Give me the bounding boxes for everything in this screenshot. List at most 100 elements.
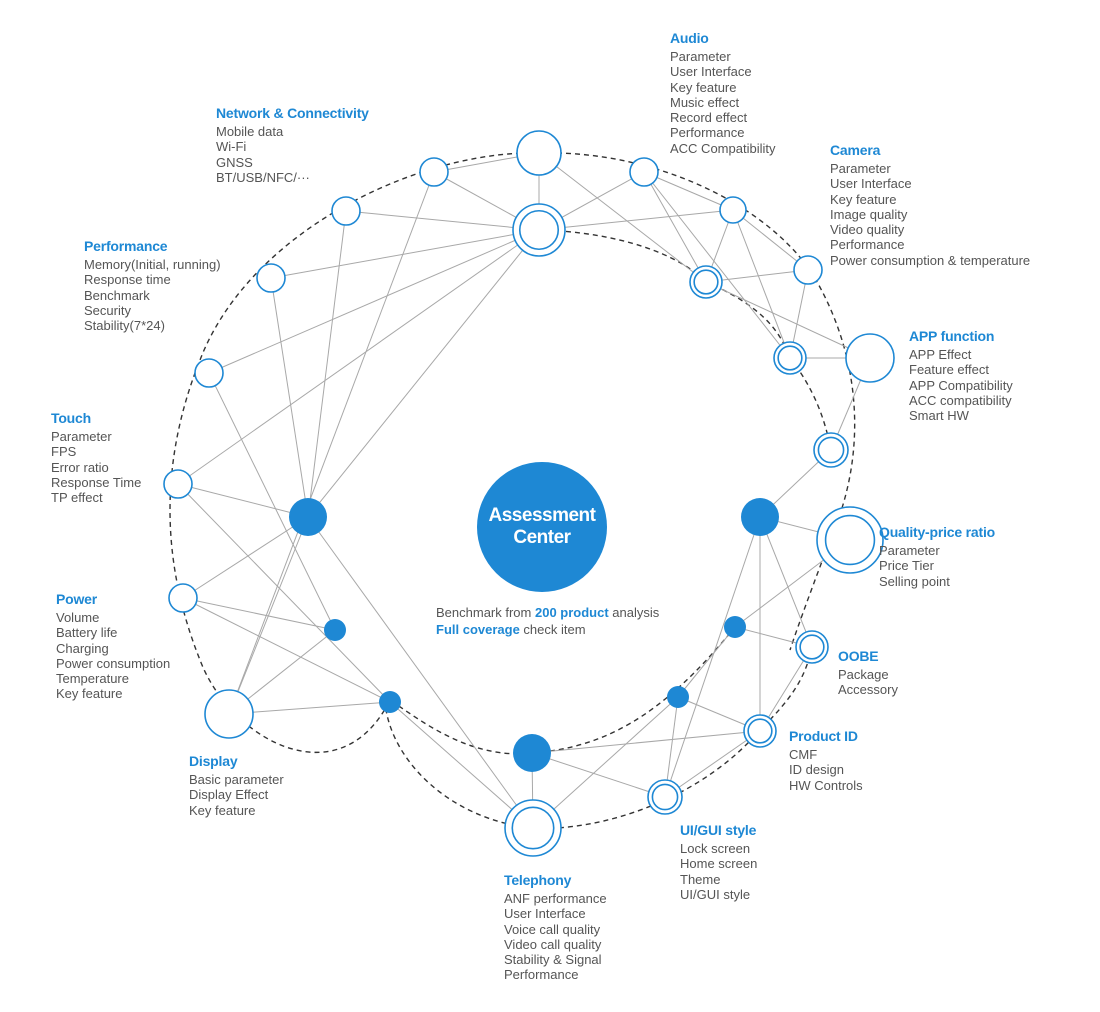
category-item: ANF performance — [504, 891, 607, 906]
connection-line — [270, 277, 309, 518]
category-item: Security — [84, 302, 131, 318]
category-item: UI/GUI style — [680, 886, 751, 902]
diagram-node — [513, 734, 551, 772]
diagram-node — [256, 263, 286, 293]
connection-line — [664, 730, 761, 798]
category-item: Stability & Signal — [504, 952, 602, 968]
category-item: Power consumption — [56, 655, 171, 671]
category-item: Voice call quality — [504, 921, 601, 937]
category-item: User Interface — [504, 906, 586, 922]
category-item: Image quality — [830, 206, 908, 222]
diagram-node — [512, 203, 566, 257]
category-item: Error ratio — [51, 459, 109, 475]
diagram-node — [743, 714, 777, 748]
category-item: ID design — [789, 762, 844, 778]
connection-line — [307, 210, 347, 518]
connection-line — [177, 229, 540, 485]
diagram-node — [793, 255, 823, 285]
center-title-line2: Center — [513, 527, 571, 548]
assessment-center-circle: Assessment Center — [477, 462, 607, 592]
connection-line — [705, 281, 871, 359]
bench-pre: Benchmark from — [436, 605, 535, 620]
category-title: Network & Connectivity — [216, 105, 369, 121]
category-item: Parameter — [670, 49, 731, 64]
connection-line — [307, 229, 540, 518]
connection-line — [228, 701, 391, 715]
category-item: FPS — [51, 444, 77, 460]
diagram-node — [667, 686, 689, 708]
category-title: Power — [56, 591, 98, 607]
category-item: Package — [838, 667, 889, 682]
diagram-node — [504, 799, 562, 857]
category-item: Key feature — [56, 686, 123, 702]
diagram-node — [194, 358, 224, 388]
connection-line — [182, 597, 336, 631]
category-item: Battery life — [56, 625, 118, 641]
category-item: User Interface — [670, 64, 752, 80]
diagram-node — [419, 157, 449, 187]
connection-line — [643, 171, 707, 283]
bench-highlight: 200 product — [534, 605, 609, 620]
connection-line — [677, 626, 736, 698]
category-item: Stability(7*24) — [84, 318, 165, 334]
diagram-node — [689, 265, 723, 299]
category-item: Accessory — [838, 682, 898, 698]
category-item: TP effect — [51, 490, 103, 506]
category-item: Video quality — [830, 222, 905, 238]
nodes — [163, 130, 895, 857]
coverage-post: check item — [519, 622, 586, 637]
connection-line — [307, 516, 534, 829]
category-item: Memory(Initial, running) — [84, 257, 221, 272]
connection-line — [182, 597, 391, 703]
category-item: Home screen — [680, 856, 758, 872]
category-title: Quality-price ratio — [879, 524, 996, 540]
category-title: OOBE — [838, 648, 879, 664]
category-item: Key feature — [189, 802, 256, 818]
diagram-node — [724, 616, 746, 638]
connection-line — [643, 171, 791, 359]
diagram-node — [324, 619, 346, 641]
category-item: Display Effect — [189, 787, 269, 803]
connection-line — [345, 210, 540, 231]
category-item: Lock screen — [680, 841, 751, 856]
category-title: Performance — [84, 238, 168, 254]
category-item: Basic parameter — [189, 772, 284, 787]
diagram-node — [741, 498, 779, 536]
connection-line — [538, 209, 734, 231]
category-item: Power consumption & temperature — [830, 252, 1031, 268]
diagram-node — [163, 469, 193, 499]
diagram-node — [647, 779, 683, 815]
connection-line — [270, 229, 540, 279]
diagram-node — [168, 583, 198, 613]
connection-lines — [177, 152, 871, 829]
category-item: APP Effect — [909, 347, 972, 362]
category-item: Performance — [830, 237, 905, 253]
category-title: Product ID — [789, 728, 858, 744]
category-item: CMF — [789, 747, 818, 762]
category-title: Display — [189, 753, 238, 769]
category-item: Performance — [504, 967, 579, 983]
connection-line — [208, 372, 336, 631]
category-title: Camera — [830, 142, 881, 158]
category-item: Feature effect — [909, 362, 989, 378]
category-item: Charging — [56, 640, 109, 656]
category-item: Mobile data — [216, 124, 284, 139]
category-item: Key feature — [830, 191, 897, 207]
diagram-node — [795, 630, 829, 664]
category-item: Selling point — [879, 573, 950, 589]
category-item: Smart HW — [909, 408, 969, 424]
diagram-node — [289, 498, 327, 536]
bench-post: analysis — [608, 605, 660, 620]
connection-line — [182, 516, 309, 599]
category-title: Audio — [670, 30, 709, 46]
connection-line — [705, 269, 809, 283]
diagram-node — [331, 196, 361, 226]
category-item: Response time — [84, 272, 171, 288]
